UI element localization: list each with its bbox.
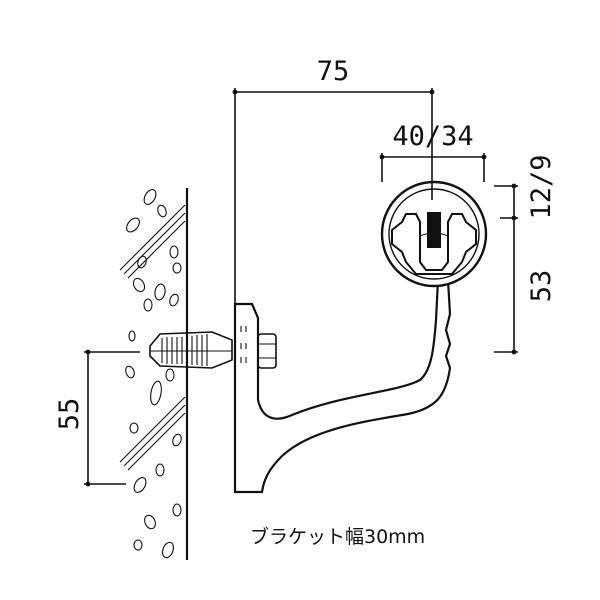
dim-rail-width <box>379 153 487 182</box>
rail-clip <box>419 232 449 237</box>
bracket-base-plate-marks <box>240 326 247 363</box>
wall-hatch-upper <box>119 204 186 279</box>
dim-label-rail-width: 40/34 <box>392 121 473 152</box>
dim-anchor-height <box>84 349 140 487</box>
wall-hatch-lower <box>119 396 186 471</box>
dim-label-anchor-height: 55 <box>54 398 85 431</box>
rail-core <box>391 213 477 275</box>
dim-label-width-total: 75 <box>317 56 350 87</box>
anchor-bolt <box>149 331 277 369</box>
rail-inner <box>388 188 480 280</box>
dim-width-total <box>232 88 435 304</box>
bolt-nut <box>257 333 277 369</box>
bracket-width-note: ブラケット幅30mm <box>250 525 425 548</box>
dim-vertical-right <box>494 183 518 355</box>
wall <box>119 188 189 560</box>
rail-stem <box>427 212 441 248</box>
dim-label-top-offset: 12/9 <box>526 154 557 219</box>
anchor-sleeve <box>149 331 233 369</box>
dim-label-center-height: 53 <box>526 270 557 303</box>
wall-aggregate <box>125 189 182 559</box>
rail-profile <box>380 180 488 288</box>
bracket <box>233 278 452 494</box>
bracket-body <box>233 278 452 494</box>
anchor-thread <box>150 334 232 366</box>
